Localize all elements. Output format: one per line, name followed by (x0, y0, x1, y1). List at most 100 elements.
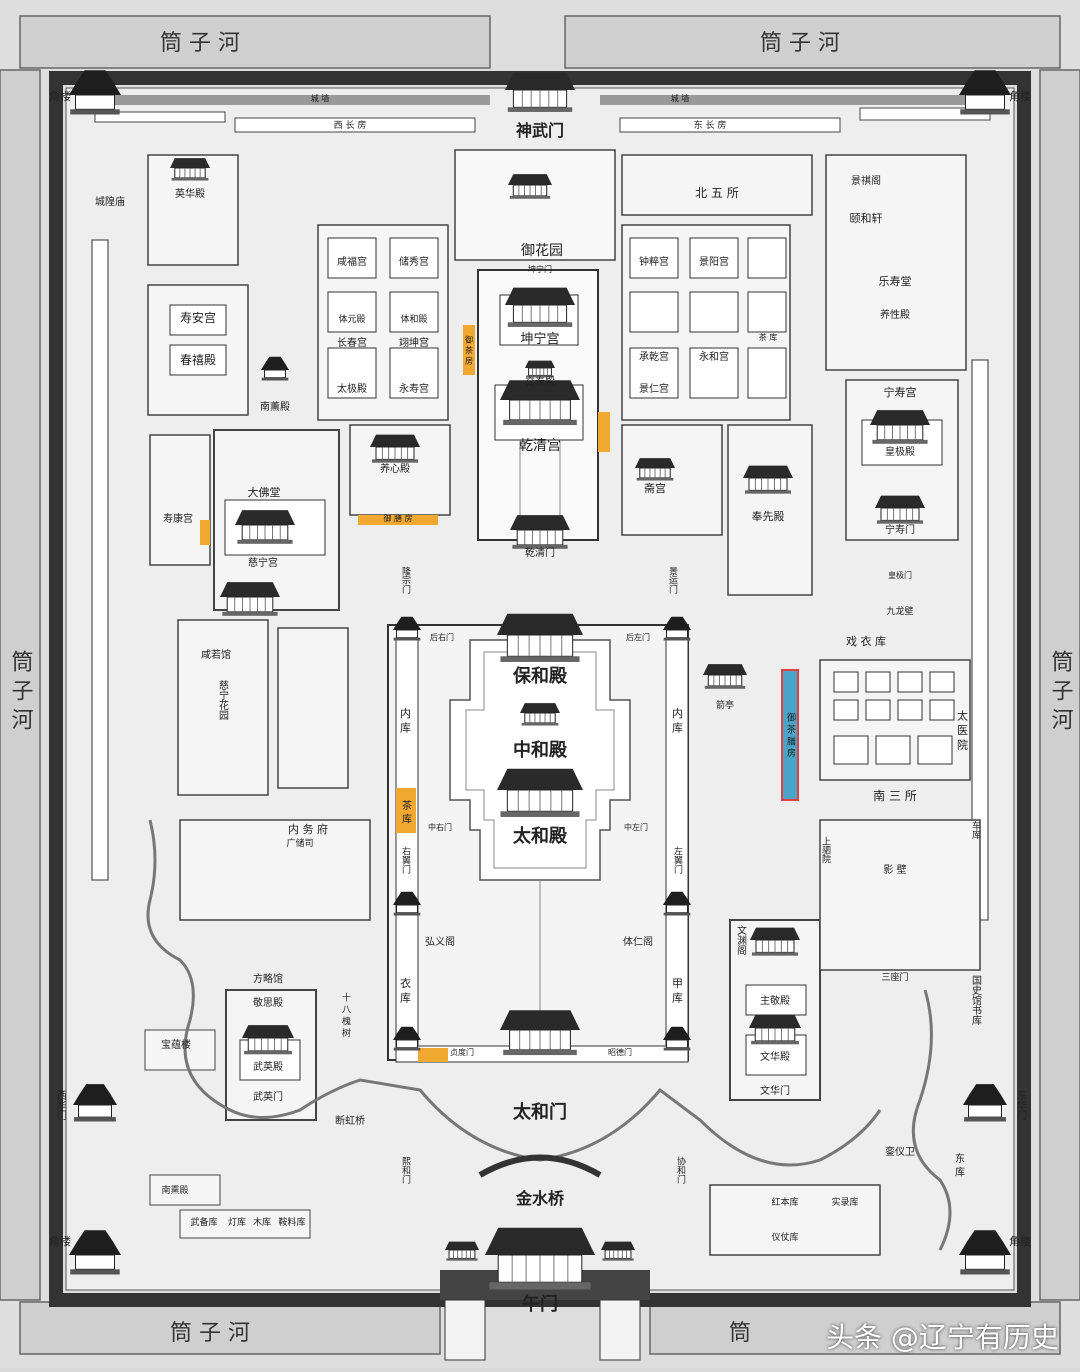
wuying-hall-icon (242, 1025, 294, 1055)
qianqing-palace-icon (500, 380, 580, 426)
label-dongchangfang: 东 长 房 (694, 119, 727, 131)
label-chunxidian: 春禧殿 (180, 353, 216, 367)
map-labels: 筒 子 河筒 子 河筒 子 河筒 子 河筒 子 河筒角楼角楼角楼角楼神武门午门西… (8, 31, 1074, 1346)
label-zhongcuigong: 钟粹宫 (639, 255, 669, 268)
label-cininghuayuan: 慈宁花园 (217, 679, 229, 721)
label-top_right: 筒 子 河 (760, 31, 840, 56)
baoyun-compound (144, 1029, 216, 1071)
label-duanhongqiao: 断虹桥 (335, 1114, 365, 1127)
label-kunninggong: 坤宁宫 (520, 331, 559, 347)
label-yangxindian: 养心殿 (380, 462, 410, 475)
imperial-garden (454, 149, 616, 261)
label-bl: 角楼 (49, 1234, 71, 1248)
moat-top-right (564, 15, 1061, 69)
building-icons (69, 70, 1011, 1290)
label-yingbi: 影 壁 (883, 863, 906, 876)
west-long-rooms (234, 117, 476, 133)
label-br: 角楼 (1009, 1234, 1031, 1248)
label-dafotang: 大佛堂 (248, 485, 281, 499)
taihe-gate-icon (500, 1010, 580, 1056)
label-yuchafang: 御 茶 房 (465, 334, 474, 365)
west-long-strip (91, 239, 109, 881)
label-chengqiang_r: 城 墙 (671, 93, 690, 103)
east-stream (911, 989, 952, 1251)
label-hongbenku: 红本库 (771, 1196, 798, 1208)
moat-bottom-left (19, 1301, 441, 1355)
north-five-compound (621, 154, 813, 216)
yuchashanfang-highlight (781, 669, 799, 801)
label-jingyunmen: 景运门 (667, 566, 678, 594)
cining-gate-icon (220, 582, 280, 616)
label-zhaigong: 斋宫 (644, 481, 666, 495)
jiaotai-hall-icon (525, 360, 555, 378)
label-houzuomen: 后左门 (626, 632, 650, 642)
inner-golden-river (146, 819, 882, 1167)
zhujing-hall (745, 984, 807, 1016)
yangxin-hall-icon (370, 434, 420, 463)
label-nanxundian2: 南熏殿 (161, 1184, 188, 1196)
west-long-rooms-strip (94, 111, 226, 123)
label-jingsidian: 敬思殿 (253, 996, 283, 1009)
label-yuhuayuan: 御花园 (521, 243, 563, 259)
zhaigong-hall-icon (635, 458, 675, 481)
label-muku: 木库 (253, 1216, 271, 1228)
label-zhongzuomen: 中左门 (624, 822, 648, 832)
label-youyimen: 右翼门 (400, 845, 411, 874)
yuchafang-highlight (463, 325, 475, 375)
wenyuan-pavilion-icon (750, 927, 800, 956)
label-wenhuadian: 文华殿 (760, 1050, 790, 1063)
east-palace-grid (629, 237, 787, 399)
label-zhonghe: 中和殿 (513, 739, 568, 761)
label-shibasongshu: 十 八 槐 树 (340, 992, 351, 1039)
outer-court-tower-w (393, 891, 421, 916)
label-shilüku: 实录库 (831, 1196, 858, 1208)
label-right: 筒 子 河 (1048, 650, 1074, 730)
nanxun-tower-icon (261, 356, 289, 381)
label-neiku_e: 内 库 (671, 706, 684, 733)
label-bottom_left: 筒 子 河 (170, 1321, 250, 1346)
shangsi-compound (819, 819, 981, 971)
label-shouangong: 寿安宫 (180, 310, 216, 325)
label-chenghuangmiao: 城隍庙 (95, 195, 125, 208)
zhonghe-hall-icon (520, 703, 560, 726)
label-yonghegong: 永和宫 (699, 350, 729, 363)
label-yinghuadian: 英华殿 (175, 187, 205, 200)
label-wu: 午门 (522, 1293, 558, 1315)
label-qianqingmen: 乾清门 (525, 546, 555, 559)
wu-gate-west-pavilion-icon (445, 1241, 479, 1261)
label-xianruoguan: 咸若馆 (201, 648, 231, 661)
shouan-hall (169, 304, 227, 336)
label-sanzuomen: 三座门 (881, 971, 908, 983)
label-chaku_w: 茶 库 (400, 799, 412, 824)
label-hongyige: 弘义阁 (425, 935, 455, 948)
label-huangjimen: 皇极门 (888, 570, 912, 580)
label-liutongqi: 御 膳 房 (383, 513, 412, 523)
xihua-gate-icon (73, 1084, 117, 1122)
shenwu-gate-icon (505, 72, 575, 112)
label-tr: 角楼 (1009, 89, 1031, 103)
outer-court-tower-nw (393, 616, 421, 641)
label-jiulongbi: 九龙壁 (886, 605, 913, 617)
label-cininggong: 慈宁宫 (248, 556, 278, 569)
label-nanxundian: 南薰殿 (260, 400, 290, 413)
label-taijidian: 太极殿 (337, 382, 367, 395)
label-yikungong: 翊坤宫 (399, 336, 429, 349)
label-wenyuange: 文渊阁 (735, 924, 747, 956)
corner-tower-bl-icon (69, 1230, 121, 1275)
label-shangsiyuan: 上驷院 (820, 836, 831, 864)
label-shenwu: 神武门 (516, 121, 564, 140)
label-ningshougong: 宁寿宫 (884, 385, 917, 399)
label-jinshuiqiao: 金水桥 (515, 1189, 565, 1208)
moat-top-left (19, 15, 491, 69)
yushan-west-highlight (358, 515, 438, 525)
ningshou-gate-icon (875, 495, 925, 524)
neiwufu-compound (179, 819, 371, 921)
label-chengqiang_l: 城 墙 (311, 93, 330, 103)
wu-gate-east-pavilion-icon (601, 1241, 635, 1261)
label-ningshoumen: 宁寿门 (885, 523, 915, 536)
meridian-right-wing (599, 1299, 641, 1361)
yinghua-hall-icon (170, 158, 210, 181)
outer-court-tower-se (663, 1026, 691, 1051)
label-xianfugong: 咸福宫 (337, 255, 367, 268)
